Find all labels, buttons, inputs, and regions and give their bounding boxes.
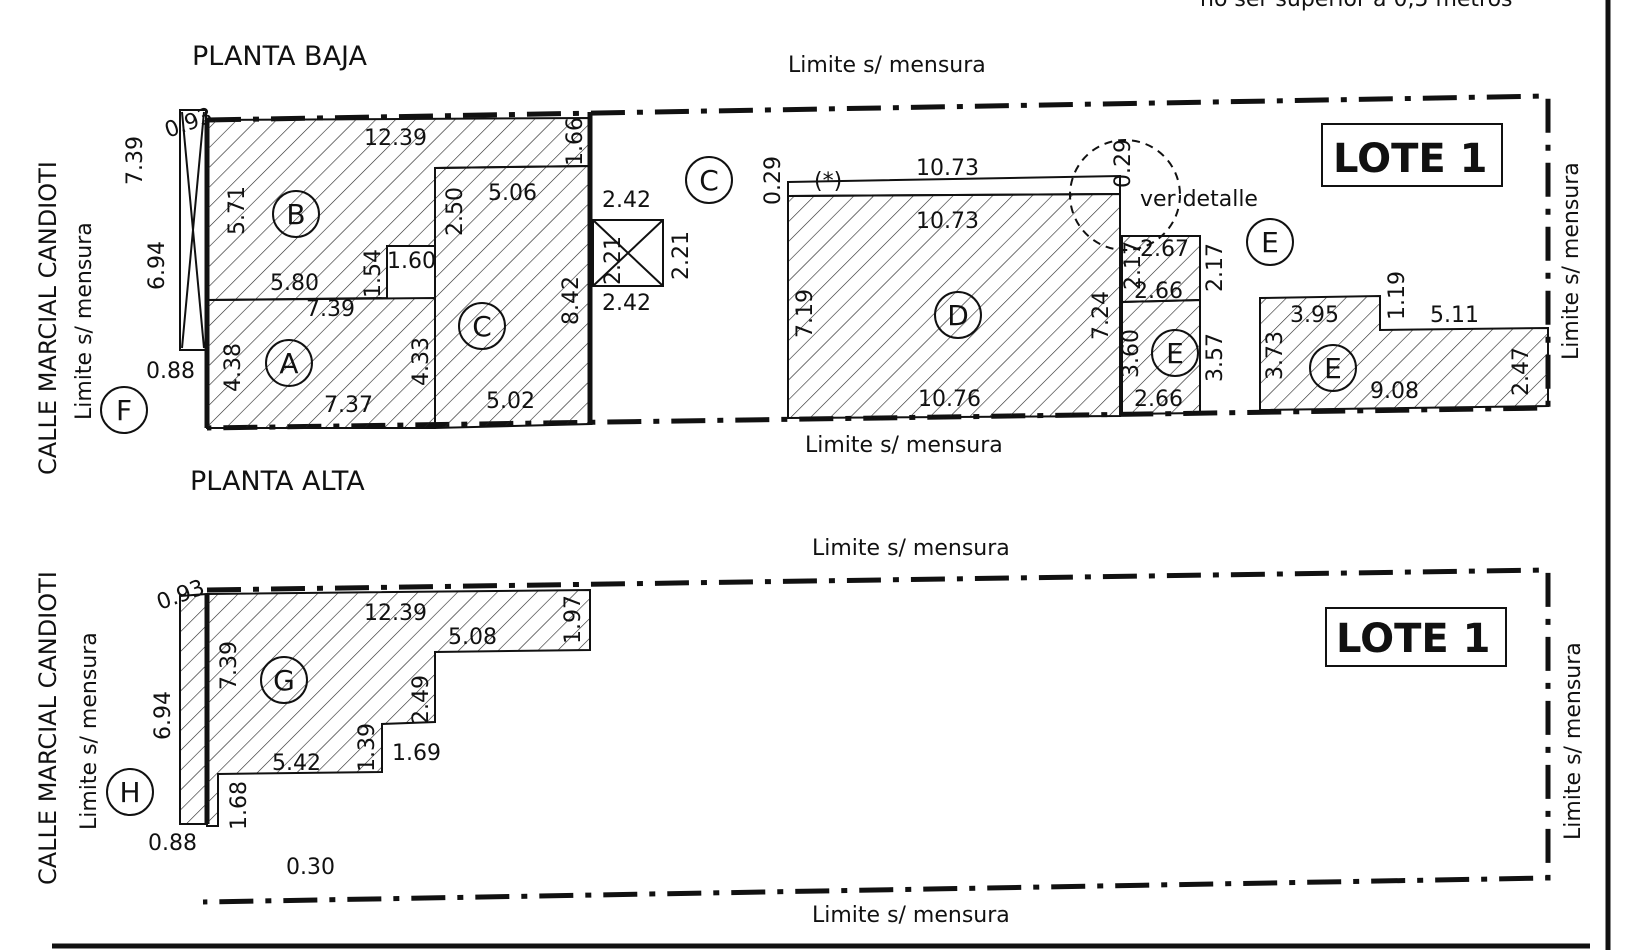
dim-label: 1.54 (361, 249, 386, 298)
dim-label: 6.94 (145, 241, 170, 290)
unit-tag: D (947, 299, 969, 332)
dim-label: 1.97 (561, 595, 586, 644)
dim-label: 10.73 (916, 156, 979, 181)
dim-label: 2.49 (409, 675, 434, 724)
unit-tags: B A C C D E E E F (100, 156, 1357, 434)
street-label: CALLE MARCIAL CANDIOTI (34, 161, 62, 475)
unit-e-right (1259, 294, 1549, 412)
dim-label: 0.30 (286, 855, 335, 880)
unit-tag: C (699, 164, 719, 197)
dim-label: 5.11 (1430, 303, 1479, 328)
dim-label: 7.37 (324, 393, 373, 418)
unit-tag: G (273, 664, 295, 697)
asterisk-label: (*) (814, 169, 842, 194)
dim-label: 2.17 (1203, 243, 1228, 292)
dim-label: 0.88 (148, 831, 197, 856)
dim-label: 1.19 (1385, 271, 1410, 320)
dim-label: 1.66 (563, 117, 588, 166)
limit-top-label: Limite s/ mensura (788, 53, 986, 78)
dim-label: 0.29 (1111, 139, 1136, 188)
lote-label: LOTE 1 (1333, 136, 1487, 182)
unit-tag: F (116, 394, 132, 427)
limit-top-label: Limite s/ mensura (812, 536, 1010, 561)
planta-baja-title: PLANTA BAJA (192, 41, 368, 72)
dim-label: 7.19 (793, 289, 818, 338)
baja-dimensions: 0.93 7.39 5.71 6.94 0.88 12.39 1.66 2.50… (123, 103, 1534, 418)
unit-tag: E (1324, 352, 1342, 385)
dim-label: 3.60 (1119, 329, 1144, 378)
dim-label: 3.73 (1263, 331, 1288, 380)
limit-bottom-label: Limite s/ mensura (805, 433, 1003, 458)
dim-label: 5.80 (270, 271, 319, 296)
unit-tag: A (279, 347, 298, 380)
unit-c-box (592, 219, 664, 287)
unit-tag: C (472, 310, 492, 343)
dim-label: 8.42 (559, 276, 584, 325)
unit-tag: B (286, 198, 305, 231)
dim-label: 4.38 (221, 343, 246, 392)
dim-label: 5.02 (486, 389, 535, 414)
dim-label: 9.08 (1370, 379, 1419, 404)
dim-label: 10.73 (916, 209, 979, 234)
dim-label: 7.39 (217, 641, 242, 690)
unit-h-strip (179, 592, 208, 825)
unit-tag: E (1261, 226, 1279, 259)
lote-box (1321, 123, 1503, 187)
dim-label: 5.06 (488, 181, 537, 206)
dim-label: 1.69 (392, 741, 441, 766)
dim-label: 1.68 (227, 781, 252, 830)
dim-label: 4.33 (409, 337, 434, 386)
dim-label: 3.95 (1290, 303, 1339, 328)
dim-label: 12.39 (364, 126, 427, 151)
lote-box (1325, 607, 1507, 667)
dim-label: 2.67 (1140, 237, 1189, 262)
unit-e-lower (1121, 298, 1201, 416)
dim-label: 1.39 (355, 723, 380, 772)
planta-baja: PLANTA BAJA Limite s/ mensura Limite s/ … (34, 41, 1584, 475)
dim-label: 6.94 (151, 691, 176, 740)
dim-label: 2.47 (1509, 347, 1534, 396)
dim-label: 10.76 (918, 387, 981, 412)
dim-label: 12.39 (364, 601, 427, 626)
unit-tag: H (119, 776, 140, 809)
dim-label: 2.21 (601, 236, 626, 285)
lot-boundary (202, 567, 1551, 905)
lote-label: LOTE 1 (1336, 616, 1490, 662)
limit-bottom-label: Limite s/ mensura (812, 903, 1010, 928)
dim-label: 2.42 (602, 291, 651, 316)
dim-label: 5.42 (272, 751, 321, 776)
dim-label: 7.39 (123, 136, 148, 185)
dim-label: 5.08 (448, 625, 497, 650)
street-label: CALLE MARCIAL CANDIOTI (34, 571, 62, 885)
dim-label: 2.17 (1121, 241, 1146, 290)
unit-g-area (206, 588, 591, 827)
dim-label: 3.57 (1203, 333, 1228, 382)
dim-label: 2.66 (1134, 387, 1183, 412)
dim-label: 0.88 (146, 359, 195, 384)
dim-label: 2.42 (602, 188, 651, 213)
dim-label: 2.21 (669, 231, 694, 280)
planta-alta-title: PLANTA ALTA (190, 466, 365, 497)
planta-alta: PLANTA ALTA Limite s/ mensura Limite s/ … (34, 466, 1586, 928)
strip-asterisk (787, 174, 1121, 198)
limit-right-label: Limite s/ mensura (1559, 162, 1584, 360)
dim-label: 7.24 (1089, 291, 1114, 340)
dim-label: 2.50 (443, 187, 468, 236)
header-note: no ser superior a 0,5 metros (1200, 0, 1513, 12)
unit-tag: E (1166, 337, 1184, 370)
dim-label: 7.39 (306, 297, 355, 322)
detail-label: ver detalle (1140, 187, 1258, 212)
limit-left-label: Limite s/ mensura (77, 632, 102, 830)
dim-label: 0.29 (761, 156, 786, 205)
limit-right-label: Limite s/ mensura (1561, 642, 1586, 840)
dim-label: 2.66 (1134, 279, 1183, 304)
limit-left-label: Limite s/ mensura (72, 222, 97, 420)
dim-label: 1.60 (387, 249, 436, 274)
dim-label: 5.71 (225, 186, 250, 235)
unit-tags: G H (106, 656, 308, 816)
